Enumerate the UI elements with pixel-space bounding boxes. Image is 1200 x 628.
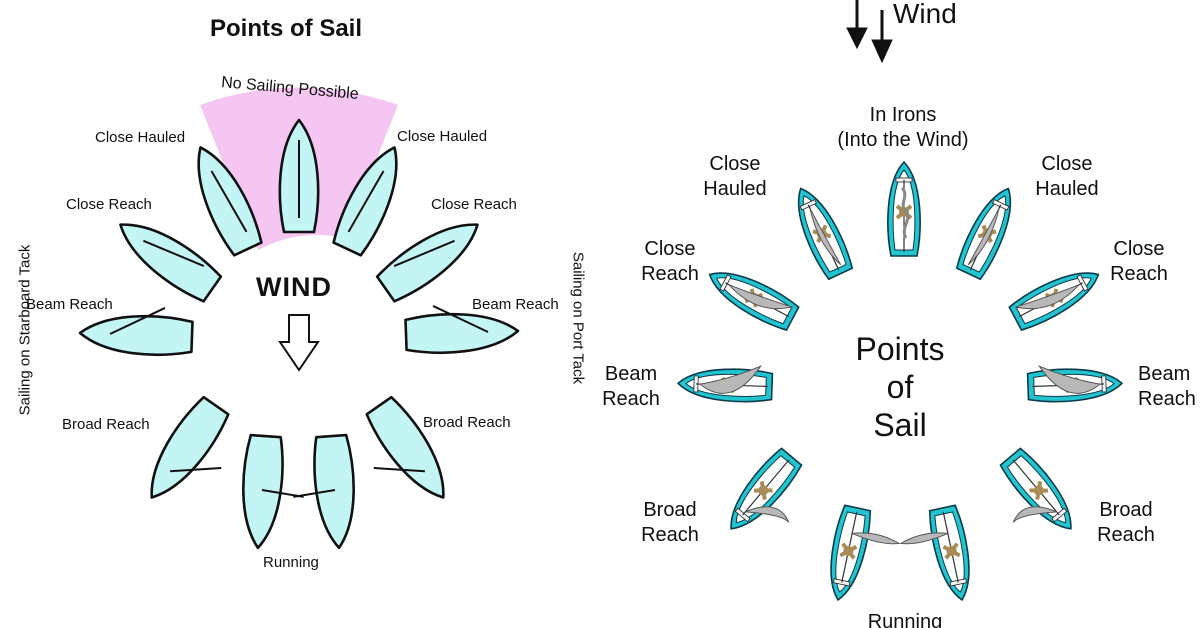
close-hauled-right-line-1: Close — [1041, 153, 1093, 175]
label-close-reach-port: Close Reach — [431, 196, 517, 213]
dinghy-beam-reach-right — [1027, 365, 1122, 402]
label-in-irons: In Irons (Into the Wind) — [828, 103, 978, 153]
boat-close-hauled-port — [328, 138, 414, 259]
label-beam-reach-right-right-diagram: Beam Reach — [1130, 362, 1200, 412]
label-close-reach-starboard: Close Reach — [66, 196, 152, 213]
close-reach-left-line-1: Close — [644, 238, 696, 260]
title-line-sail: Sail — [873, 407, 927, 443]
boat-broad-reach-starboard — [134, 393, 233, 510]
in-irons-line-1: In Irons — [869, 104, 937, 126]
label-close-reach-right-right-diagram: Close Reach — [1094, 237, 1184, 287]
right-points-of-sail-diagram — [677, 0, 1122, 606]
boat-in-irons — [278, 118, 320, 234]
label-close-hauled-right-right-diagram: Close Hauled — [1022, 152, 1112, 202]
close-hauled-right-line-2: Hauled — [1035, 178, 1099, 200]
right-diagram-title: Points of Sail — [840, 330, 960, 444]
starboard-tack-label: Sailing on Starboard Tack — [16, 244, 34, 416]
title-line-points: Points — [855, 331, 945, 367]
dinghy-running-right — [899, 502, 980, 606]
close-reach-right-line-2: Reach — [1110, 263, 1168, 285]
boat-beam-reach-starboard — [78, 307, 194, 358]
close-reach-left-line-2: Reach — [641, 263, 699, 285]
label-close-reach-left-right-diagram: Close Reach — [625, 237, 715, 287]
boat-broad-reach-port — [362, 393, 461, 510]
beam-reach-left-line-2: Reach — [602, 388, 660, 410]
port-tack-label: Sailing on Port Tack — [569, 251, 587, 385]
broad-reach-right-line-1: Broad — [1099, 499, 1153, 521]
close-reach-right-line-1: Close — [1113, 238, 1165, 260]
dinghy-close-hauled-right — [951, 179, 1025, 283]
label-broad-reach-left-right-diagram: Broad Reach — [625, 498, 715, 548]
beam-reach-left-line-1: Beam — [604, 363, 658, 385]
broad-reach-right-line-2: Reach — [1097, 524, 1155, 546]
label-beam-reach-port: Beam Reach — [472, 296, 559, 313]
label-broad-reach-port: Broad Reach — [423, 414, 511, 431]
boat-close-hauled-starboard — [181, 138, 267, 259]
boat-close-reach-port — [373, 207, 490, 306]
broad-reach-left-line-2: Reach — [641, 524, 699, 546]
title-line-of: of — [886, 369, 914, 405]
beam-reach-right-line-1: Beam — [1138, 363, 1191, 385]
dinghy-close-reach-right — [1008, 260, 1106, 333]
label-running-right-diagram: Running — [867, 611, 943, 628]
label-broad-reach-right-right-diagram: Broad Reach — [1081, 498, 1171, 548]
dinghy-close-hauled-left — [784, 179, 858, 283]
close-hauled-left-line-1: Close — [709, 153, 761, 175]
left-points-of-sail-diagram — [78, 87, 520, 551]
dinghy-close-reach-left — [702, 260, 800, 333]
dinghy-in-irons — [885, 160, 923, 258]
label-beam-reach-starboard: Beam Reach — [26, 296, 113, 313]
boat-running-starboard — [237, 433, 304, 551]
wind-label-left: WIND — [256, 272, 332, 302]
label-running-left: Running — [263, 554, 319, 571]
label-broad-reach-starboard: Broad Reach — [62, 416, 150, 433]
label-beam-reach-left-right-diagram: Beam Reach — [586, 362, 676, 412]
dinghy-running-left — [820, 502, 901, 606]
dinghy-broad-reach-left — [716, 444, 806, 542]
label-close-hauled-port: Close Hauled — [397, 128, 488, 145]
label-close-hauled-starboard: Close Hauled — [95, 129, 186, 146]
boat-running-port — [293, 433, 360, 551]
boat-close-reach-starboard — [108, 207, 225, 306]
wind-label-right: Wind — [893, 0, 957, 29]
dinghy-broad-reach-right — [996, 444, 1086, 542]
label-close-hauled-left-right-diagram: Close Hauled — [690, 152, 780, 202]
broad-reach-left-line-1: Broad — [643, 499, 697, 521]
beam-reach-right-line-2: Reach — [1138, 388, 1196, 410]
dinghy-beam-reach-left — [677, 365, 772, 402]
wind-arrow-left — [278, 314, 320, 372]
close-hauled-left-line-2: Hauled — [703, 178, 767, 200]
boat-beam-reach-port — [404, 305, 520, 356]
in-irons-line-2: (Into the Wind) — [837, 129, 969, 151]
left-diagram-title: Points of Sail — [210, 15, 363, 42]
wind-arrows-right — [846, 0, 893, 64]
